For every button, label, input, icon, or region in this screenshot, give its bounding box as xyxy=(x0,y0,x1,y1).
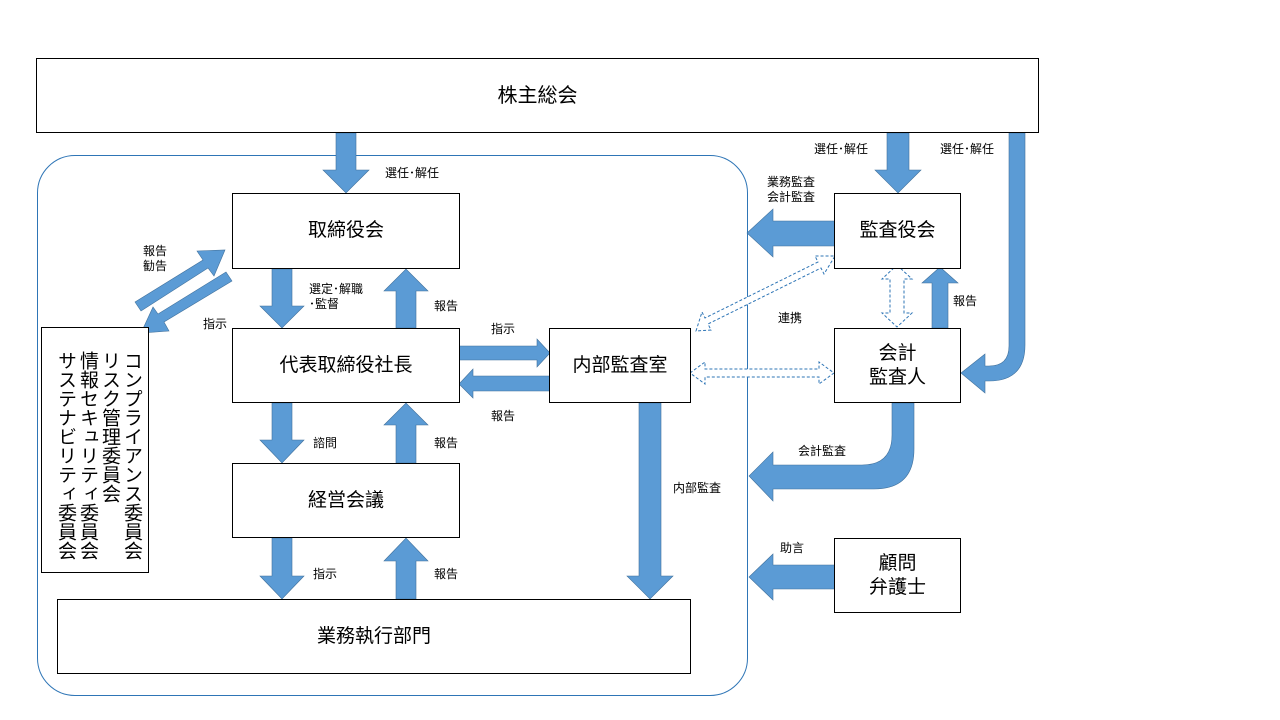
label-advice: 助言 xyxy=(780,541,805,555)
arrow-president-to-internal-audit xyxy=(458,338,551,368)
label-accounting-audit: 会計監査 xyxy=(798,444,847,458)
label-cooperation: 連携 xyxy=(778,311,803,325)
board-of-directors-box: 取締役会 xyxy=(232,193,460,269)
arrow-shareholders-to-accounting-auditor xyxy=(960,132,1026,394)
label-report-to-president: 報告 xyxy=(434,436,459,450)
label-report-auditor: 報告 xyxy=(953,294,978,308)
label-report-from-business: 報告 xyxy=(434,567,459,581)
arrow-accounting-audit xyxy=(748,402,915,502)
president-box: 代表取締役社長 xyxy=(232,328,460,403)
label-elect-dismiss-auditor: 選任･解任 xyxy=(940,142,995,156)
dashed-arrow-internal-auditor xyxy=(689,361,835,385)
internal-audit-box: 内部監査室 xyxy=(549,328,691,403)
label-instruct-committee: 指示 xyxy=(203,317,228,331)
dashed-arrow-internal-audit-board xyxy=(695,255,836,332)
label-report-advise: 報告 勧告 xyxy=(143,244,168,273)
committees-box: コンプライアンス委員会 リスク管理委員会 情報セキュリティ委員会 サステナビリテ… xyxy=(41,327,149,573)
label-instruct-internal: 指示 xyxy=(491,322,516,336)
audit-board-box: 監査役会 xyxy=(834,193,961,269)
arrow-meeting-to-business xyxy=(259,537,305,600)
label-select-dismiss-supervise: 選定･解職 ･監督 xyxy=(309,282,364,311)
label-instruct-business: 指示 xyxy=(313,567,338,581)
arrow-business-to-meeting xyxy=(383,537,429,600)
dashed-arrow-audit-board-auditor xyxy=(880,264,914,328)
label-audit-types: 業務監査 会計監査 xyxy=(767,175,816,204)
arrow-board-to-president xyxy=(259,268,305,329)
shareholders-meeting-box: 株主総会 xyxy=(36,58,1039,133)
label-consult: 諮問 xyxy=(313,436,338,450)
committee-sustainability: サステナビリティ委員会 xyxy=(55,351,77,560)
arrow-audit-board-audit xyxy=(746,208,836,258)
arrow-advice xyxy=(748,553,836,601)
company-boundary xyxy=(37,155,748,696)
committee-infosec: 情報セキュリティ委員会 xyxy=(77,351,99,560)
arrow-internal-audit-to-business xyxy=(626,402,674,600)
business-execution-box: 業務執行部門 xyxy=(57,599,691,674)
accounting-auditor-box: 会計 監査人 xyxy=(834,328,961,403)
label-report-to-board: 報告 xyxy=(434,299,459,313)
label-elect-dismiss-board: 選任･解任 xyxy=(385,166,440,180)
arrow-shareholders-to-board xyxy=(322,132,370,194)
arrow-president-to-meeting xyxy=(259,402,305,464)
management-meeting-box: 経営会議 xyxy=(232,463,460,538)
arrow-auditor-to-audit-board xyxy=(921,266,959,329)
committee-compliance: コンプライアンス委員会 xyxy=(121,351,143,560)
arrow-president-to-board xyxy=(383,268,429,329)
committee-risk: リスク管理委員会 xyxy=(99,351,121,503)
arrow-shareholders-to-audit-board xyxy=(874,132,922,194)
label-elect-dismiss-audit-board: 選任･解任 xyxy=(814,142,869,156)
legal-advisor-box: 顧問 弁護士 xyxy=(834,538,961,613)
label-report-from-internal: 報告 xyxy=(491,409,516,423)
label-internal-audit: 内部監査 xyxy=(673,481,722,495)
arrow-committee-to-board xyxy=(134,249,226,312)
arrow-meeting-to-president xyxy=(383,402,429,464)
arrow-internal-audit-to-president xyxy=(458,368,551,399)
arrow-board-to-committee xyxy=(140,271,233,334)
